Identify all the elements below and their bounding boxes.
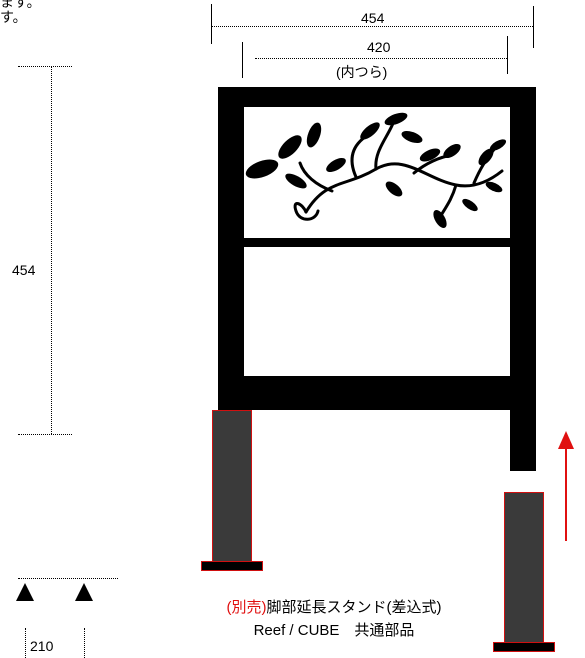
left-leg-foot <box>201 561 263 571</box>
sign-frame-middle-rail <box>218 238 536 247</box>
sign-frame-left-post <box>218 87 244 410</box>
outer-width-label: 454 <box>361 10 385 26</box>
outer-width-dimension-line <box>212 26 533 27</box>
caption-prefix: (別売) <box>226 599 267 616</box>
left-extension-leg <box>212 410 252 564</box>
vine-leaf-ornament <box>245 112 507 229</box>
caption-subtitle: Reef / CUBE 共通部品 <box>253 622 415 639</box>
inner-width-dimension-line <box>255 58 507 59</box>
height-label: 454 <box>10 262 38 278</box>
caption-title: 脚部延長スタンド(差込式) <box>266 599 442 616</box>
inner-width-left-tick <box>242 42 243 78</box>
outer-width-right-tick <box>533 6 534 48</box>
up-arrow-right-icon <box>75 583 93 601</box>
right-extension-leg <box>504 492 544 646</box>
inner-width-note: (内つら) <box>336 64 388 80</box>
leg-offset-top-line <box>18 578 118 579</box>
height-bottom-line <box>18 434 72 435</box>
sign-frame-bottom-rail <box>218 376 536 410</box>
leg-offset-left-line <box>25 628 26 658</box>
decorative-panel <box>244 107 510 238</box>
leg-offset-label: 210 <box>30 638 54 654</box>
insert-direction-arrow-icon <box>558 431 574 541</box>
leg-offset-right-line <box>84 628 85 658</box>
blank-panel <box>244 247 510 376</box>
note-text-line1: ます。 <box>0 0 41 10</box>
inner-width-label: 420 <box>367 39 391 55</box>
note-text-line2: す。 <box>0 9 27 25</box>
height-dimension-line <box>51 66 52 434</box>
inner-width-right-tick <box>507 36 508 74</box>
caption-title-line: (別売)脚部延長スタンド(差込式) <box>176 598 492 617</box>
height-top-line <box>18 66 72 67</box>
sign-frame-top-rail <box>218 87 536 107</box>
sign-frame-right-post <box>510 87 536 471</box>
outer-width-left-tick <box>211 4 212 44</box>
up-arrow-left-icon <box>16 583 34 601</box>
